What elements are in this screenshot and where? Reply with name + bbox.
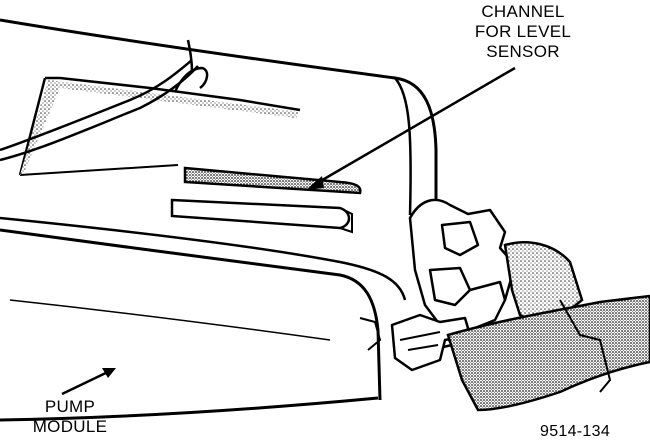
leader-channel <box>306 66 516 190</box>
label-line: CHANNEL <box>481 2 565 21</box>
label-channel-for-level-sensor: CHANNEL FOR LEVEL SENSOR <box>458 2 588 62</box>
wire-harness <box>0 39 209 162</box>
label-line: SENSOR <box>486 42 560 61</box>
label-line: PUMP <box>44 397 96 416</box>
leader-pump-module <box>61 368 116 396</box>
module-upper-body <box>0 18 438 301</box>
wiring-ribbon <box>446 294 650 412</box>
top-recess-shading <box>20 80 300 175</box>
lower-slot <box>170 198 353 234</box>
end-cap-connector <box>408 198 517 352</box>
label-line: MODULE <box>32 417 108 436</box>
lower-cylinder <box>0 228 382 422</box>
label-pump-module: PUMP MODULE <box>28 397 112 437</box>
ribbon-clip <box>559 299 612 393</box>
label-line: FOR LEVEL <box>474 22 572 41</box>
figure-number: 9514-134 <box>540 423 611 440</box>
